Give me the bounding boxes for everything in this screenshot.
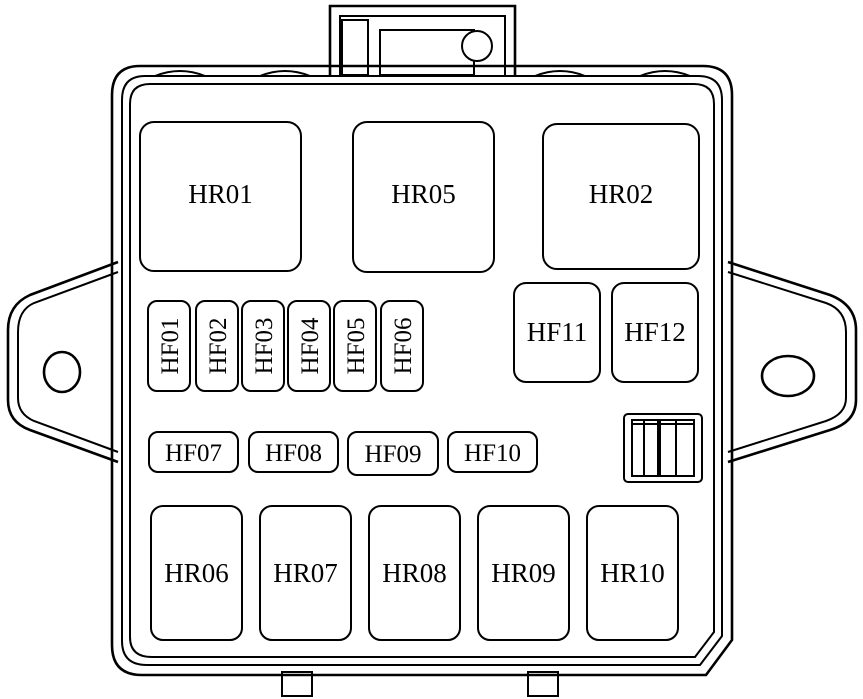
fuse-label: HF01	[157, 318, 184, 375]
right-mounting-ear	[727, 260, 858, 464]
relay-label: HR02	[589, 179, 654, 209]
right-mount-hole	[760, 354, 816, 398]
left-mount-hole	[42, 350, 82, 394]
connector-block	[623, 413, 703, 483]
fuse-hf11: HF11	[513, 282, 601, 383]
fuse-hf04: HF04	[287, 300, 331, 392]
relay-label: HR10	[600, 558, 665, 588]
left-mounting-ear	[6, 260, 119, 464]
relay-label: HR08	[382, 558, 447, 588]
relay-hr07: HR07	[259, 505, 352, 641]
relay-label: HR05	[391, 179, 456, 209]
relay-hr01: HR01	[139, 121, 302, 272]
fuse-label: HF03	[251, 318, 278, 375]
fuse-label: HF05	[343, 318, 370, 375]
fuse-label: HF11	[527, 317, 588, 347]
relay-label: HR09	[491, 558, 556, 588]
relay-hr02: HR02	[542, 123, 700, 270]
fuse-hf06: HF06	[380, 300, 424, 392]
housing	[110, 64, 734, 677]
latch-pin	[461, 30, 493, 62]
relay-hr10: HR10	[586, 505, 679, 641]
fuse-label: HF04	[297, 317, 324, 374]
relay-hr08: HR08	[368, 505, 461, 641]
fuse-hf01: HF01	[147, 300, 191, 392]
relay-label: HR07	[273, 558, 338, 588]
fuse-label: HF12	[624, 317, 686, 347]
relay-label: HR01	[188, 179, 253, 209]
relay-hr05: HR05	[352, 121, 495, 273]
fuse-hf08: HF08	[248, 431, 339, 473]
fuse-label: HF02	[205, 318, 232, 375]
fuse-hf05: HF05	[333, 300, 377, 392]
relay-hr06: HR06	[150, 505, 243, 641]
fuse-label: HF09	[365, 441, 422, 468]
fuse-label: HF06	[390, 318, 417, 375]
fuse-label: HF10	[464, 440, 521, 467]
fuse-label: HF08	[265, 440, 322, 467]
fuse-hf12: HF12	[611, 282, 699, 383]
fuse-hf10: HF10	[447, 431, 538, 473]
fuse-hf02: HF02	[195, 300, 239, 392]
relay-label: HR06	[164, 558, 229, 588]
fuse-label: HF07	[165, 440, 222, 467]
relay-hr09: HR09	[477, 505, 570, 641]
fuse-hf09: HF09	[347, 431, 439, 476]
fuse-hf03: HF03	[241, 300, 285, 392]
fuse-hf07: HF07	[148, 431, 239, 473]
top-latch	[328, 4, 517, 76]
